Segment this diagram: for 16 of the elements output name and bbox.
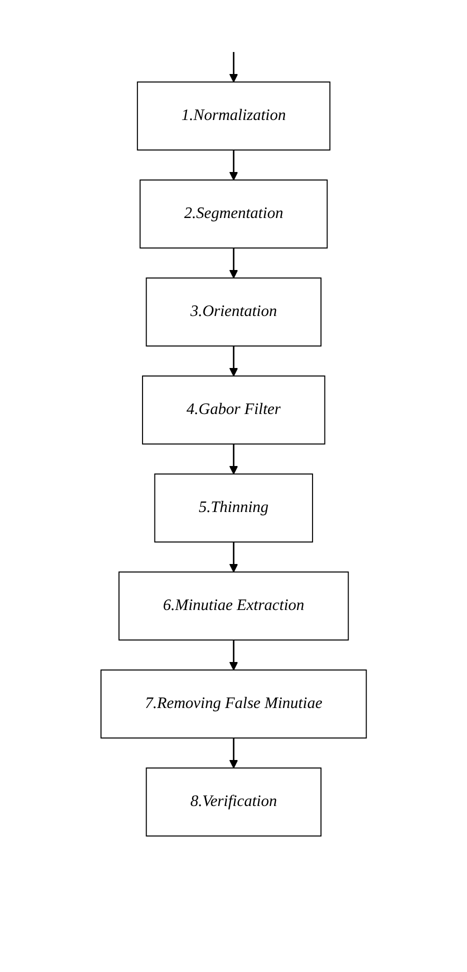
arrow [229,640,238,670]
node-box: 4.Gabor Filter [142,376,326,444]
arrow [229,52,238,82]
arrow [229,738,238,768]
node-box: 1.Normalization [136,82,330,150]
arrow [229,346,238,376]
node-box: 6.Minutiae Extraction [118,572,349,640]
arrow [229,248,238,278]
node-box: 3.Orientation [146,278,322,346]
node-box: 2.Segmentation [139,180,328,248]
arrow [229,542,238,572]
node-box: 7.Removing False Minutiae [100,670,367,738]
node-box: 5.Thinning [154,474,313,542]
arrow [229,444,238,474]
node-box: 8.Verification [146,768,322,836]
arrow [229,150,238,180]
